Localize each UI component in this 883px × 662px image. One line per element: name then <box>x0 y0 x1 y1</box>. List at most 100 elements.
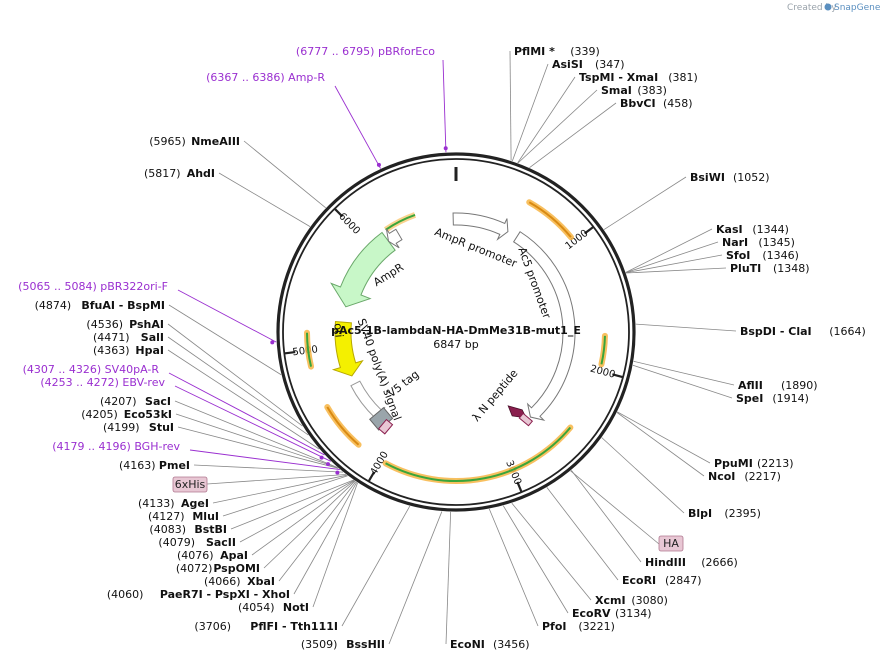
site-label-asisi: AsiSI(347) <box>552 58 625 71</box>
primer-marker-pbr322ori-f <box>270 340 275 345</box>
leader-stui <box>177 426 339 469</box>
leader-econi <box>445 511 452 645</box>
site-label-pspomi: PspOMI(4072) <box>176 562 260 575</box>
ampr-promoter-arrow <box>452 212 509 241</box>
leader-ecorv <box>502 505 569 614</box>
leader-nmeaiii <box>243 140 326 209</box>
site-label-spei: SpeI(1914) <box>736 392 809 405</box>
site-pos-hindiii: (2666) <box>701 556 738 569</box>
site-pos-pflmi: (339) <box>570 45 600 58</box>
site-label-ecorv: EcoRV(3134) <box>572 607 652 620</box>
site-name-ecorv: EcoRV <box>572 607 611 620</box>
site-label-sali: SalI(4471) <box>93 331 164 344</box>
site-label-paer7i-pspxi-xhoi: PaeR7I - PspXI - XhoI(4060) <box>107 588 290 601</box>
backbone-outer-ring <box>276 152 636 512</box>
site-name-pfoi: PfoI <box>542 620 567 633</box>
leader-sfoi <box>625 254 723 274</box>
leader-sali <box>167 336 309 436</box>
site-name-hindiii: HindIII <box>645 556 686 569</box>
leader-mlui <box>222 475 348 517</box>
site-name-pflfi-tth111i: PflFI - Tth111I <box>250 620 338 633</box>
site-pos-noti: (4054) <box>238 601 275 614</box>
site-pos-ppumi: (2213) <box>757 457 794 470</box>
tick-mark-4000 <box>367 471 376 482</box>
site-label-sfoi: SfoI(1346) <box>726 249 799 262</box>
primer-leader-ebv-rev <box>174 385 331 462</box>
feature-arc-1 <box>600 335 606 365</box>
primer-label-amp-r: (6367 .. 6386) Amp-R <box>206 71 325 84</box>
site-name-agei: AgeI <box>181 497 209 510</box>
site-label-ecori: EcoRI(2847) <box>622 574 702 587</box>
primer-label-pbrforeco: (6777 .. 6795) pBRforEco <box>296 45 435 58</box>
backbone-inner-ring <box>282 158 630 506</box>
site-name-eco53ki: Eco53kI <box>124 408 172 421</box>
site-pos-blpi: (2395) <box>724 507 761 520</box>
site-pos-apai: (4076) <box>177 549 214 562</box>
leader-bsiwi <box>603 176 687 230</box>
site-pos-ecori: (2847) <box>665 574 702 587</box>
tag-label-6xhis: 6xHis <box>172 476 208 493</box>
site-label-nari: NarI(1345) <box>722 236 795 249</box>
site-pos-bstbi: (4083) <box>149 523 186 536</box>
primer-leader-bgh-rev <box>189 449 341 471</box>
site-label-nmeaiii: NmeAIII(5965) <box>149 135 240 148</box>
site-pos-stui: (4199) <box>103 421 140 434</box>
tag-leader-ha <box>570 470 660 545</box>
site-name-pshai: PshAI <box>129 318 164 331</box>
site-pos-pshai: (4536) <box>86 318 123 331</box>
site-pos-bsshii: (3509) <box>301 638 338 651</box>
tag-box-ha <box>658 535 684 552</box>
site-name-bfuai-bspmi: BfuAI - BspMI <box>81 299 165 312</box>
site-label-tspmi-xmai: TspMI - XmaI (381) <box>579 71 698 84</box>
site-pos-smai: (383) <box>637 84 667 97</box>
tick-mark-5000 <box>284 350 296 355</box>
primer-leader-amp-r <box>334 85 381 169</box>
site-label-kasi: KasI(1344) <box>716 223 789 236</box>
tag-box-6xhis <box>172 476 208 493</box>
leader-pmei <box>193 464 344 473</box>
leader-kasi <box>625 228 713 273</box>
site-name-ppumi: PpuMI <box>714 457 753 470</box>
site-pos-saci: (4207) <box>100 395 137 408</box>
primer-label-pbr322ori-f: (5065 .. 5084) pBR322ori-F <box>18 280 168 293</box>
site-name-apai: ApaI <box>220 549 248 562</box>
site-label-noti: NotI(4054) <box>238 601 309 614</box>
site-name-pflmi: PflMI * <box>514 45 555 58</box>
leader-bfuai-bspmi <box>168 304 282 376</box>
site-pos-mlui: (4127) <box>148 510 185 523</box>
site-pos-pflfi-tth111i: (3706) <box>194 620 231 633</box>
site-pos-sfoi: (1346) <box>762 249 799 262</box>
site-pos-tspmi-xmai: (381) <box>668 71 698 84</box>
orange-halo-arc-0 <box>526 199 574 241</box>
site-pos-pmei: (4163) <box>119 459 156 472</box>
leader-pfoi <box>488 508 539 627</box>
site-label-bstbi: BstBI(4083) <box>149 523 227 536</box>
leader-sacii <box>239 480 355 543</box>
site-pos-pfoi: (3221) <box>578 620 615 633</box>
leader-noti <box>312 482 358 608</box>
site-name-nari: NarI <box>722 236 748 249</box>
primer-marker-pbrforeco <box>443 146 448 151</box>
site-label-saci: SacI(4207) <box>100 395 171 408</box>
site-label-ahdi: AhdI(5817) <box>144 167 215 180</box>
feature-arc-3 <box>326 406 360 446</box>
site-label-bfuai-bspmi: BfuAI - BspMI(4874) <box>35 299 165 312</box>
site-name-tspmi-xmai: TspMI - XmaI <box>579 71 658 84</box>
primer-label-sv40pa-r: (4307 .. 4326) SV40pA-R <box>23 363 160 376</box>
site-name-xbai: XbaI <box>247 575 275 588</box>
leader-pflmi <box>509 50 512 161</box>
tick-mark-1000 <box>583 225 595 235</box>
site-label-pflfi-tth111i: PflFI - Tth111I (3706) <box>194 620 338 633</box>
site-label-bspdi-clai: BspDI - ClaI(1664) <box>740 325 866 338</box>
site-name-pluti: PluTI <box>730 262 761 275</box>
site-pos-hpai: (4363) <box>93 344 130 357</box>
site-name-nmeaiii: NmeAIII <box>191 135 240 148</box>
site-pos-paer7i-pspxi-xhoi: (4060) <box>107 588 144 601</box>
site-label-aflii: AflII(1890) <box>738 379 818 392</box>
site-name-smai: SmaI <box>601 84 632 97</box>
site-label-xcmi: XcmI(3080) <box>595 594 668 607</box>
leader-bbvci <box>529 102 617 168</box>
snapgene-logo-icon <box>824 3 832 11</box>
site-label-xbai: XbaI(4066) <box>204 575 275 588</box>
site-pos-eco53ki: (4205) <box>81 408 118 421</box>
